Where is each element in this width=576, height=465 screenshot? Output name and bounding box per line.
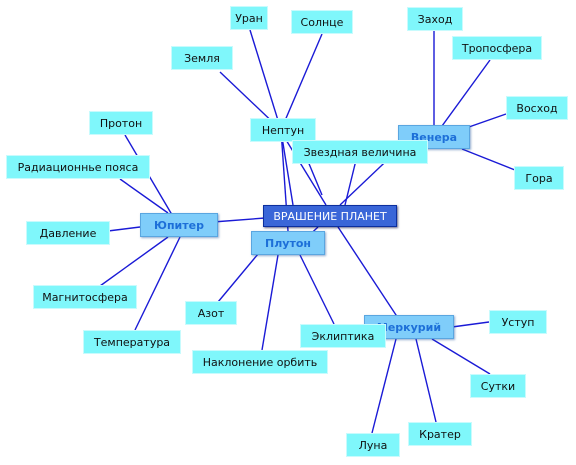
link-mercury-sutki bbox=[431, 338, 491, 375]
leaf-radiacionnye[interactable]: Радиационнье пояса bbox=[6, 155, 150, 179]
link-mercury-krater bbox=[415, 338, 437, 423]
leaf-zemlya[interactable]: Земля bbox=[171, 46, 233, 70]
hub-pluto[interactable]: Плутон bbox=[251, 231, 325, 255]
leaf-krater[interactable]: Кратер bbox=[408, 422, 472, 446]
link-center-jupiter bbox=[212, 217, 266, 223]
link-center-solnce-path bbox=[282, 134, 327, 206]
link-jupiter-temperatura bbox=[134, 236, 181, 331]
center-node[interactable]: ВРАШЕНИЕ ПЛАНЕТ bbox=[263, 205, 397, 227]
leaf-neptun[interactable]: Нептун bbox=[250, 118, 316, 142]
leaf-uran[interactable]: Уран bbox=[230, 6, 268, 30]
leaf-voskhod[interactable]: Восход bbox=[506, 96, 568, 120]
link-center-neptun bbox=[280, 130, 294, 206]
link-venus-gora bbox=[461, 148, 521, 173]
link-venus-troposfera bbox=[433, 59, 491, 138]
link-neptun-uran bbox=[249, 29, 282, 131]
leaf-ekliptika[interactable]: Эклиптика bbox=[300, 324, 386, 348]
leaf-zvezdnaya[interactable]: Звездная величина bbox=[292, 140, 428, 164]
leaf-proton[interactable]: Протон bbox=[89, 111, 153, 135]
leaf-azot[interactable]: Азот bbox=[185, 301, 237, 325]
link-pluto-ekliptika bbox=[299, 254, 335, 325]
leaf-davlenie[interactable]: Давление bbox=[26, 221, 110, 245]
leaf-temperatura[interactable]: Температура bbox=[83, 330, 181, 354]
leaf-sutki[interactable]: Сутки bbox=[470, 374, 526, 398]
link-jupiter-radiacionnye bbox=[119, 178, 169, 214]
link-neptun-solnce bbox=[280, 33, 323, 131]
leaf-troposfera[interactable]: Тропосфера bbox=[452, 36, 542, 60]
link-pluto-azot bbox=[217, 253, 259, 303]
hub-jupiter[interactable]: Юпитер bbox=[140, 213, 218, 237]
leaf-solnce[interactable]: Солнце bbox=[291, 10, 353, 34]
leaf-magnitosfera[interactable]: Магнитосфера bbox=[33, 285, 137, 309]
link-pluto-naklonenie bbox=[261, 254, 279, 351]
leaf-gora[interactable]: Гора bbox=[514, 166, 564, 190]
link-center-mercury bbox=[337, 226, 399, 319]
link-jupiter-magnitosfera bbox=[99, 236, 169, 287]
leaf-zakhod[interactable]: Заход bbox=[407, 7, 463, 31]
link-mercury-ustup bbox=[451, 321, 490, 328]
link-jupiter-proton bbox=[124, 134, 179, 226]
leaf-luna[interactable]: Луна bbox=[346, 433, 400, 457]
link-jupiter-davlenie bbox=[107, 226, 141, 232]
link-mercury-luna bbox=[371, 338, 397, 434]
leaf-naklonenie[interactable]: Наклонение орбить bbox=[192, 350, 328, 374]
link-venus-voskhod bbox=[465, 113, 507, 129]
leaf-ustup[interactable]: Уступ bbox=[489, 310, 547, 334]
